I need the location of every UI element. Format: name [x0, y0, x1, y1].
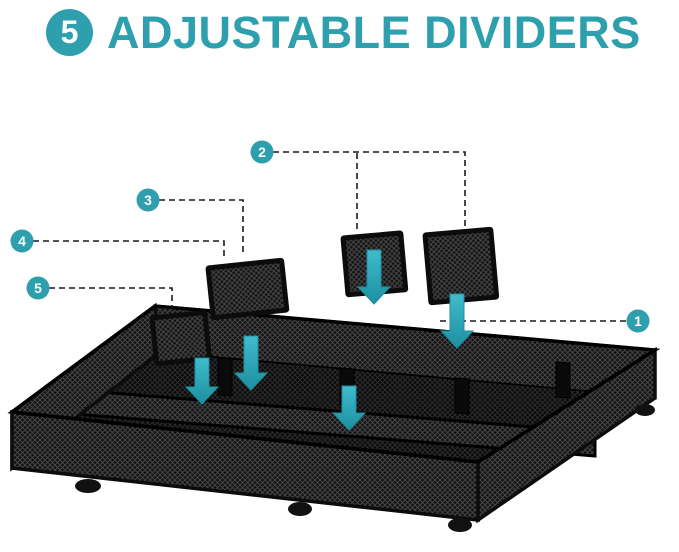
divider-post: [555, 361, 571, 399]
count-badge-number: 5: [60, 14, 79, 50]
divider-panel: [422, 226, 500, 306]
callout-line: [49, 287, 173, 310]
callout-badge-2-label: 2: [258, 144, 266, 160]
drawer-foot: [635, 404, 655, 416]
top-rim: [7, 304, 661, 464]
down-arrow-icon: [184, 357, 220, 405]
divider-post: [454, 377, 470, 415]
callout-badge-1: 1: [626, 309, 650, 333]
insert-arrows: [184, 249, 475, 431]
header: 5 ADJUSTABLE DIVIDERS: [46, 9, 641, 56]
callout-badge-4-label: 4: [18, 233, 26, 249]
down-arrow-icon: [356, 249, 392, 305]
drawer-foot: [288, 502, 312, 516]
callout-badge-3: 3: [136, 188, 160, 212]
callout-line: [159, 199, 244, 256]
callout-line: [273, 151, 466, 226]
callout-line: [33, 240, 225, 260]
page-title: ADJUSTABLE DIVIDERS: [107, 7, 641, 58]
divider-panel: [149, 310, 212, 367]
divider-post: [217, 357, 233, 397]
count-badge: 5: [46, 9, 93, 56]
drawer-organizer: [7, 302, 661, 532]
drawer-foot: [75, 479, 101, 493]
callout-badge-5-label: 5: [34, 280, 42, 296]
divider-panel: [205, 257, 290, 321]
callout-badge-3-label: 3: [144, 192, 152, 208]
callout-badge-5: 5: [26, 276, 50, 300]
down-arrow-icon: [331, 385, 367, 431]
down-arrow-icon: [233, 335, 269, 391]
down-arrow-icon: [439, 293, 475, 349]
callout-badge-2: 2: [250, 140, 274, 164]
callout-lines: [33, 151, 626, 322]
callout-badge-4: 4: [10, 229, 34, 253]
callout-badge-1-label: 1: [634, 313, 642, 329]
drawer-foot: [448, 518, 472, 532]
